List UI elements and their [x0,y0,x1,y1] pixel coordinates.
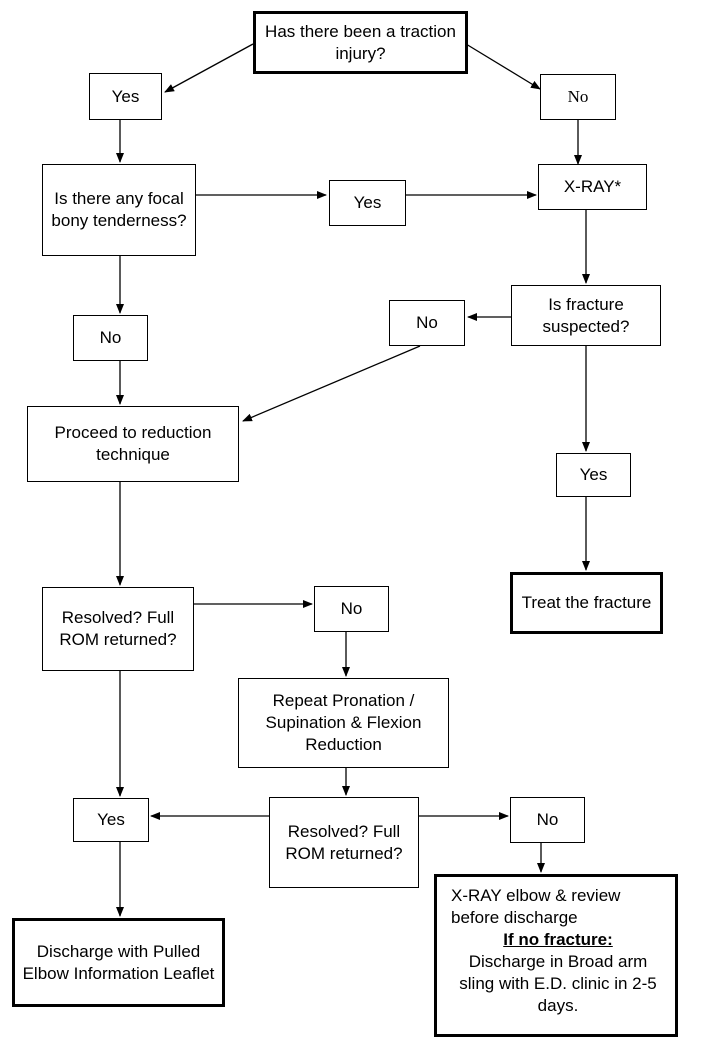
xray-elbow-review-box: X-RAY elbow & review before discharge If… [434,874,678,1037]
traction-injury-question-text: Has there been a traction injury? [265,21,456,63]
resolved-yes-text: Yes [97,810,125,829]
fracture-yes-text: Yes [579,465,608,484]
resolved-yes-box: Yes [73,798,149,842]
fracture-no-text: No [416,313,438,332]
traction-injury-question: Has there been a traction injury? [253,11,468,74]
resolved-1-no-text: No [340,599,363,618]
resolved-question-2: Resolved? Full ROM returned? [269,797,419,888]
xray-elbow-line1: X-RAY elbow & review [451,886,621,905]
focal-tenderness-question-text: Is there any focal bony tenderness? [51,189,187,230]
xray-elbow-line2: before discharge [451,908,578,927]
if-no-fracture-heading: If no fracture: [503,930,613,949]
resolved-1-no-box: No [314,586,389,632]
arrow-traction-to-no [465,43,541,90]
focal-yes-text: Yes [353,193,382,212]
traction-yes-text: Yes [111,86,140,106]
focal-yes-box: Yes [329,180,406,226]
resolved-question-2-text: Resolved? Full ROM returned? [285,821,403,863]
discharge-leaflet-box: Discharge with Pulled Elbow Information … [12,918,225,1007]
reduction-technique-text: Proceed to reduction technique [54,423,212,464]
focal-no-box: No [73,315,148,361]
xray-box: X-RAY* [538,164,647,210]
fracture-no-box: No [389,300,465,346]
broad-arm-sling-instructions: Discharge in Broad arm sling with E.D. c… [459,952,657,1015]
repeat-reduction-text: Repeat Pronation / Supination & Flexion … [265,691,422,754]
resolved-2-no-box: No [510,797,585,843]
fracture-suspected-question: Is fracture suspected? [511,285,661,346]
traction-yes-box: Yes [89,73,162,120]
arrow-traction-to-yes [164,43,254,93]
fracture-suspected-question-text: Is fracture suspected? [542,294,630,336]
repeat-reduction-box: Repeat Pronation / Supination & Flexion … [238,678,449,768]
xray-text: X-RAY* [563,177,622,196]
arrow-no-to-reduction [242,345,421,422]
traction-no-box: No [540,74,616,120]
treat-fracture-text: Treat the fracture [521,593,652,612]
treat-fracture-box: Treat the fracture [510,572,663,634]
traction-no-text: No [567,87,589,106]
focal-tenderness-question: Is there any focal bony tenderness? [42,164,196,256]
resolved-question-1-text: Resolved? Full ROM returned? [59,608,177,649]
fracture-yes-box: Yes [556,453,631,497]
reduction-technique-box: Proceed to reduction technique [27,406,239,482]
discharge-leaflet-text: Discharge with Pulled Elbow Information … [22,941,215,983]
resolved-2-no-text: No [536,810,559,829]
resolved-question-1: Resolved? Full ROM returned? [42,587,194,671]
focal-no-text: No [99,328,122,347]
